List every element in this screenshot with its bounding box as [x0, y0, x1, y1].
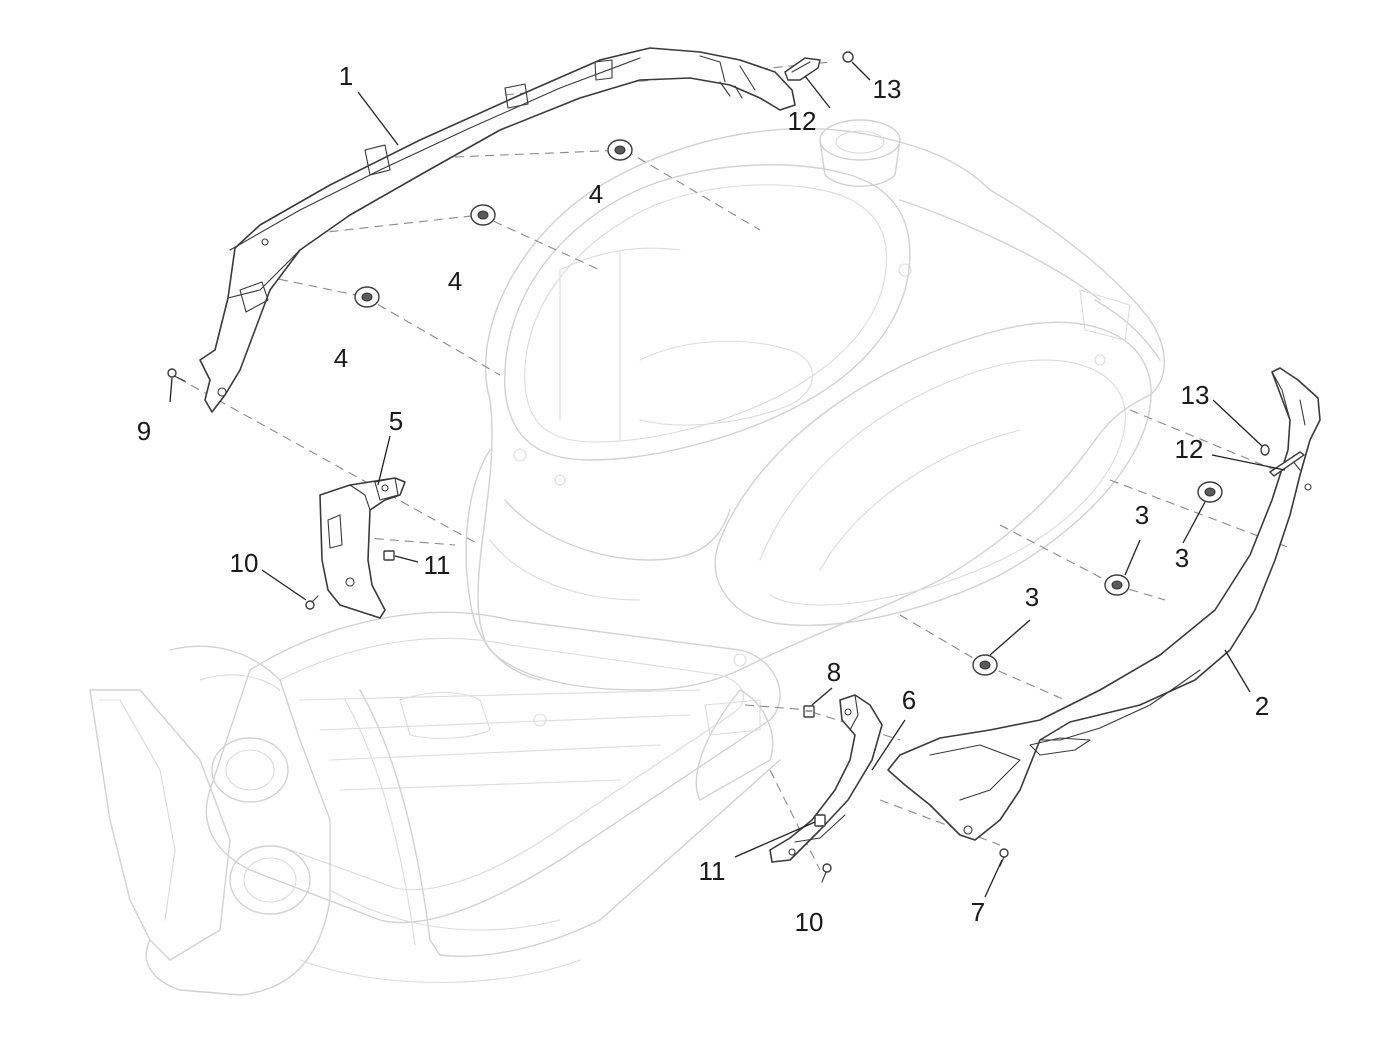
- clip-11: [383, 550, 395, 561]
- leader-line: [377, 435, 391, 486]
- assembly-line: [1129, 409, 1276, 471]
- scooter-frame-outline: [89, 119, 1165, 996]
- assembly-line: [999, 524, 1116, 586]
- callout-4: 4: [448, 266, 462, 296]
- callout-11: 11: [699, 856, 726, 886]
- hardware-items: [167, 51, 1306, 883]
- pin-12: [1268, 451, 1306, 477]
- leader-line: [1182, 501, 1206, 544]
- clip-11: [814, 814, 826, 827]
- callout-10: 10: [795, 907, 824, 937]
- leader-line: [804, 75, 831, 109]
- nut-13: [842, 51, 854, 63]
- leader-line: [357, 91, 399, 146]
- leader-line: [1124, 539, 1141, 576]
- assembly-line: [504, 61, 831, 96]
- assembly-line: [899, 614, 986, 666]
- assembly-line: [879, 799, 1001, 846]
- part-1-left-side-panel: [199, 47, 796, 413]
- leader-line: [734, 821, 816, 858]
- leader-line: [851, 61, 871, 81]
- callout-10: 10: [230, 548, 259, 578]
- leader-lines: [169, 61, 1286, 898]
- assembly-line: [744, 704, 811, 711]
- grommet-4: [354, 286, 380, 308]
- assembly-line: [479, 214, 601, 271]
- screw-10: [821, 863, 832, 883]
- leader-line: [984, 859, 1003, 898]
- part-5-inner-bracket: [319, 477, 406, 619]
- grommet-4: [470, 204, 496, 226]
- callout-8: 8: [827, 657, 841, 687]
- callout-4: 4: [589, 179, 603, 209]
- leader-line: [169, 377, 173, 403]
- clip-8: [803, 705, 815, 718]
- leader-line: [1212, 399, 1263, 447]
- grommet-3: [1197, 481, 1223, 503]
- callout-1: 1: [339, 61, 353, 91]
- screw-9: [167, 368, 186, 382]
- callout-3: 3: [1135, 500, 1149, 530]
- callout-12: 12: [1175, 434, 1204, 464]
- screw-10: [305, 595, 319, 610]
- assembly-line: [379, 149, 626, 161]
- callout-11: 11: [424, 550, 451, 580]
- leader-line: [1224, 649, 1251, 693]
- grommet-3: [972, 654, 998, 676]
- assembly-line: [364, 296, 501, 376]
- assembly-line: [984, 664, 1066, 701]
- nut-13: [1260, 444, 1270, 456]
- callout-13: 13: [873, 74, 902, 104]
- assembly-line: [769, 769, 821, 871]
- clip-12: [784, 57, 821, 81]
- assembly-line: [177, 377, 481, 546]
- leader-line: [811, 687, 833, 706]
- callout-4: 4: [334, 343, 348, 373]
- part-6-lower-bracket: [769, 694, 883, 863]
- part-2-right-side-panel: [887, 367, 1321, 841]
- callout-2: 2: [1255, 691, 1269, 721]
- callout-7: 7: [971, 897, 985, 927]
- callout-3: 3: [1175, 543, 1189, 573]
- callout-5: 5: [389, 406, 403, 436]
- leader-line: [394, 555, 419, 563]
- leader-line: [1211, 454, 1286, 471]
- callout-9: 9: [137, 416, 151, 446]
- leader-line: [989, 619, 1031, 656]
- grommet-3: [1104, 574, 1130, 596]
- callout-13: 13: [1181, 380, 1210, 410]
- callout-12: 12: [788, 106, 817, 136]
- callout-3: 3: [1025, 582, 1039, 612]
- leader-line: [871, 719, 906, 771]
- assembly-line: [624, 149, 761, 231]
- callout-labels: 1 2 3 3 3 4 4 4 5 6 7 8 9 10 10 11 11 12…: [137, 61, 1269, 937]
- callout-6: 6: [902, 685, 916, 715]
- leader-line: [261, 569, 307, 601]
- assembly-line: [1109, 479, 1291, 549]
- screw-7: [999, 848, 1009, 867]
- grommet-4: [607, 139, 633, 161]
